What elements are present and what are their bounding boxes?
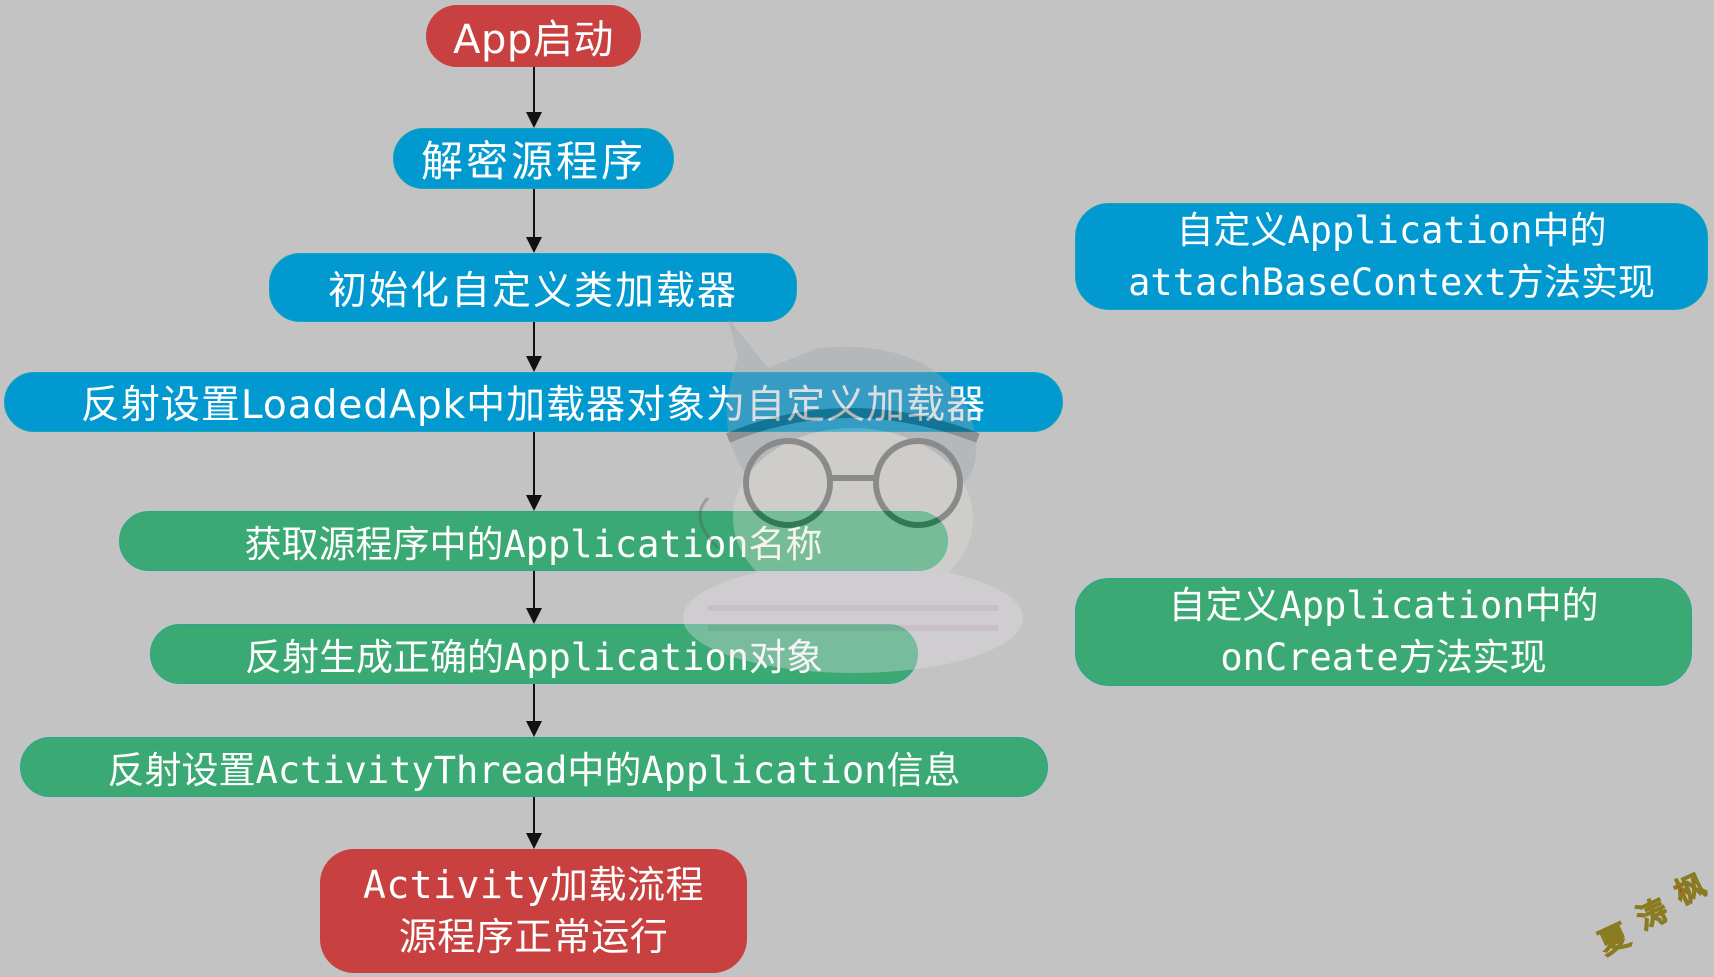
node-app-start: App启动 xyxy=(426,5,641,67)
arrowhead-icon xyxy=(526,721,542,737)
node-init-classloader: 初始化自定义类加载器 xyxy=(269,253,797,322)
note-line2: onCreate方法实现 xyxy=(1220,636,1547,679)
node-label: 反射设置ActivityThread中的Application信息 xyxy=(107,749,961,792)
arrowhead-icon xyxy=(526,495,542,511)
node-label: 反射生成正确的Application对象 xyxy=(244,636,824,679)
arrow-6-7 xyxy=(533,684,535,721)
arrow-4-5 xyxy=(533,432,535,495)
node-label-line1: Activity加载流程 xyxy=(362,863,705,907)
arrow-1-2 xyxy=(533,67,535,112)
arrowhead-icon xyxy=(526,608,542,624)
watermark-char: 夏 xyxy=(1593,917,1636,963)
arrowhead-icon xyxy=(526,112,542,128)
arrow-5-6 xyxy=(533,571,535,608)
node-label-line2: 源程序正常运行 xyxy=(398,915,669,959)
node-label: App启动 xyxy=(453,17,614,63)
arrow-3-4 xyxy=(533,322,535,357)
arrow-7-8 xyxy=(533,797,535,833)
watermark-char: 涛 xyxy=(1631,892,1674,938)
node-activity-load: Activity加载流程 源程序正常运行 xyxy=(320,849,747,973)
node-get-application-name: 获取源程序中的Application名称 xyxy=(119,511,948,571)
node-label: 解密源程序 xyxy=(420,137,646,186)
watermark-char: 枫 xyxy=(1669,867,1712,913)
node-label: 反射设置LoadedApk中加载器对象为自定义加载器 xyxy=(80,383,987,428)
note-oncreate: 自定义Application中的 onCreate方法实现 xyxy=(1075,578,1692,686)
node-set-loadedapk-loader: 反射设置LoadedApk中加载器对象为自定义加载器 xyxy=(4,372,1063,432)
arrowhead-icon xyxy=(526,833,542,849)
node-create-application: 反射生成正确的Application对象 xyxy=(150,624,918,684)
note-attachbasecontext: 自定义Application中的 attachBaseContext方法实现 xyxy=(1075,203,1708,310)
signature-watermark: 夏 涛 枫 xyxy=(1588,865,1712,965)
node-set-activitythread-application: 反射设置ActivityThread中的Application信息 xyxy=(20,737,1048,797)
node-label: 初始化自定义类加载器 xyxy=(327,268,738,314)
note-line1: 自定义Application中的 xyxy=(1176,208,1607,252)
note-line1: 自定义Application中的 xyxy=(1168,584,1599,627)
node-label: 获取源程序中的Application名称 xyxy=(244,523,823,566)
arrow-2-3 xyxy=(533,189,535,237)
node-decrypt-source: 解密源程序 xyxy=(393,128,674,189)
arrowhead-icon xyxy=(526,356,542,372)
note-line2: attachBaseContext方法实现 xyxy=(1128,260,1655,304)
arrowhead-icon xyxy=(526,237,542,253)
